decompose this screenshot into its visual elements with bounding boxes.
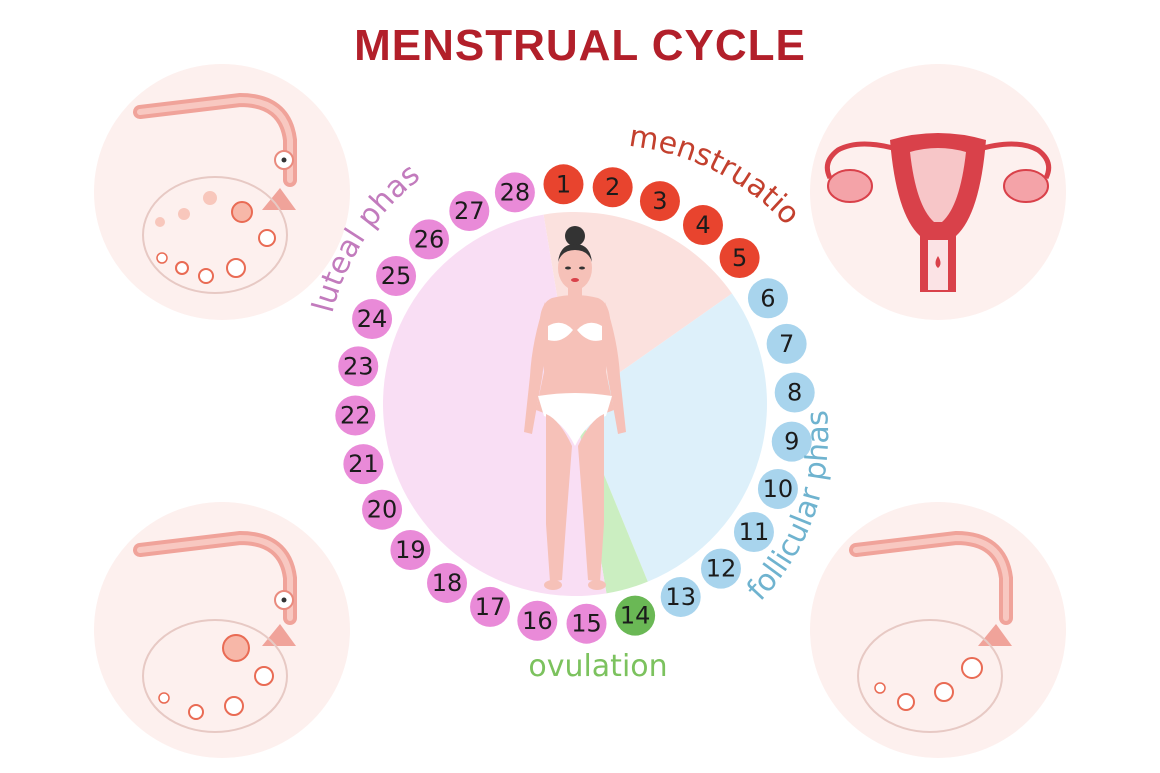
day-number: 14	[620, 602, 651, 630]
day-circle	[757, 468, 798, 509]
day-circle	[682, 205, 723, 246]
day-circle	[517, 600, 558, 641]
day-marker-1: 1	[543, 164, 584, 205]
day-number: 2	[605, 173, 620, 201]
day-number: 28	[500, 178, 531, 206]
day-marker-22: 22	[335, 395, 376, 436]
day-number: 12	[706, 555, 737, 583]
day-marker-28: 28	[494, 172, 535, 213]
day-circle	[766, 323, 807, 364]
day-marker-9: 9	[771, 421, 812, 462]
day-circle	[543, 164, 584, 205]
day-number: 27	[454, 197, 485, 225]
ovary-illustration-top-left	[94, 64, 350, 320]
day-marker-26: 26	[409, 219, 450, 260]
day-number: 24	[357, 305, 388, 333]
day-circle	[494, 172, 535, 213]
day-marker-16: 16	[517, 600, 558, 641]
day-marker-25: 25	[376, 256, 417, 297]
day-marker-3: 3	[639, 181, 680, 222]
ovary-illustration-bottom-right	[810, 502, 1066, 758]
day-marker-11: 11	[733, 511, 774, 552]
day-circle	[719, 238, 760, 279]
day-number: 7	[779, 330, 794, 358]
woman-figure	[524, 226, 626, 590]
day-number: 17	[475, 593, 506, 621]
day-number: 21	[348, 450, 379, 478]
day-number: 16	[522, 607, 553, 635]
day-circle	[362, 489, 403, 530]
day-number: 8	[787, 378, 802, 406]
day-marker-19: 19	[390, 529, 431, 570]
day-marker-17: 17	[470, 586, 511, 627]
day-number: 4	[695, 211, 710, 239]
day-number: 15	[571, 610, 602, 638]
day-number: 9	[784, 428, 799, 456]
day-marker-4: 4	[682, 205, 723, 246]
day-number: 23	[343, 352, 374, 380]
ovulation-label: ovulation	[528, 649, 667, 684]
day-number: 1	[556, 170, 571, 198]
day-marker-15: 15	[566, 603, 607, 644]
uterus-illustration	[810, 64, 1066, 320]
day-marker-20: 20	[362, 489, 403, 530]
day-circle	[615, 595, 656, 636]
day-circle	[771, 421, 812, 462]
day-number: 10	[763, 475, 794, 503]
day-number: 25	[381, 262, 412, 290]
sector-follicular	[575, 293, 768, 582]
day-marker-10: 10	[757, 468, 798, 509]
day-number: 13	[665, 583, 696, 611]
day-marker-27: 27	[449, 191, 490, 232]
day-circle	[592, 167, 633, 208]
day-marker-2: 2	[592, 167, 633, 208]
day-number: 11	[739, 518, 770, 546]
day-circle	[338, 346, 379, 387]
day-marker-13: 13	[660, 576, 701, 617]
day-marker-23: 23	[338, 346, 379, 387]
day-number: 19	[395, 536, 426, 564]
day-number: 6	[760, 284, 775, 312]
day-number: 18	[432, 569, 463, 597]
day-number: 3	[652, 187, 667, 215]
day-circle	[660, 576, 701, 617]
day-number: 26	[414, 225, 445, 253]
day-circle	[449, 191, 490, 232]
page-title: MENSTRUAL CYCLE	[354, 21, 806, 70]
day-number: 5	[732, 244, 747, 272]
day-circle	[639, 181, 680, 222]
day-marker-18: 18	[427, 562, 468, 603]
day-number: 20	[367, 496, 398, 524]
day-circle	[733, 511, 774, 552]
day-marker-5: 5	[719, 238, 760, 279]
day-number: 22	[340, 402, 371, 430]
day-marker-8: 8	[774, 372, 815, 413]
day-circle	[409, 219, 450, 260]
day-circle	[747, 278, 788, 319]
day-marker-14: 14	[615, 595, 656, 636]
day-circle	[700, 548, 741, 589]
day-circle	[390, 529, 431, 570]
day-marker-6: 6	[747, 278, 788, 319]
day-circle	[376, 256, 417, 297]
day-marker-12: 12	[700, 548, 741, 589]
day-marker-24: 24	[352, 299, 393, 340]
day-marker-7: 7	[766, 323, 807, 364]
day-marker-21: 21	[343, 444, 384, 485]
day-circle	[343, 444, 384, 485]
ovary-illustration-bottom-left	[94, 502, 350, 758]
day-circle	[566, 603, 607, 644]
day-circle	[427, 562, 468, 603]
day-circle	[335, 395, 376, 436]
day-circle	[774, 372, 815, 413]
day-circle	[352, 299, 393, 340]
day-circle	[470, 586, 511, 627]
